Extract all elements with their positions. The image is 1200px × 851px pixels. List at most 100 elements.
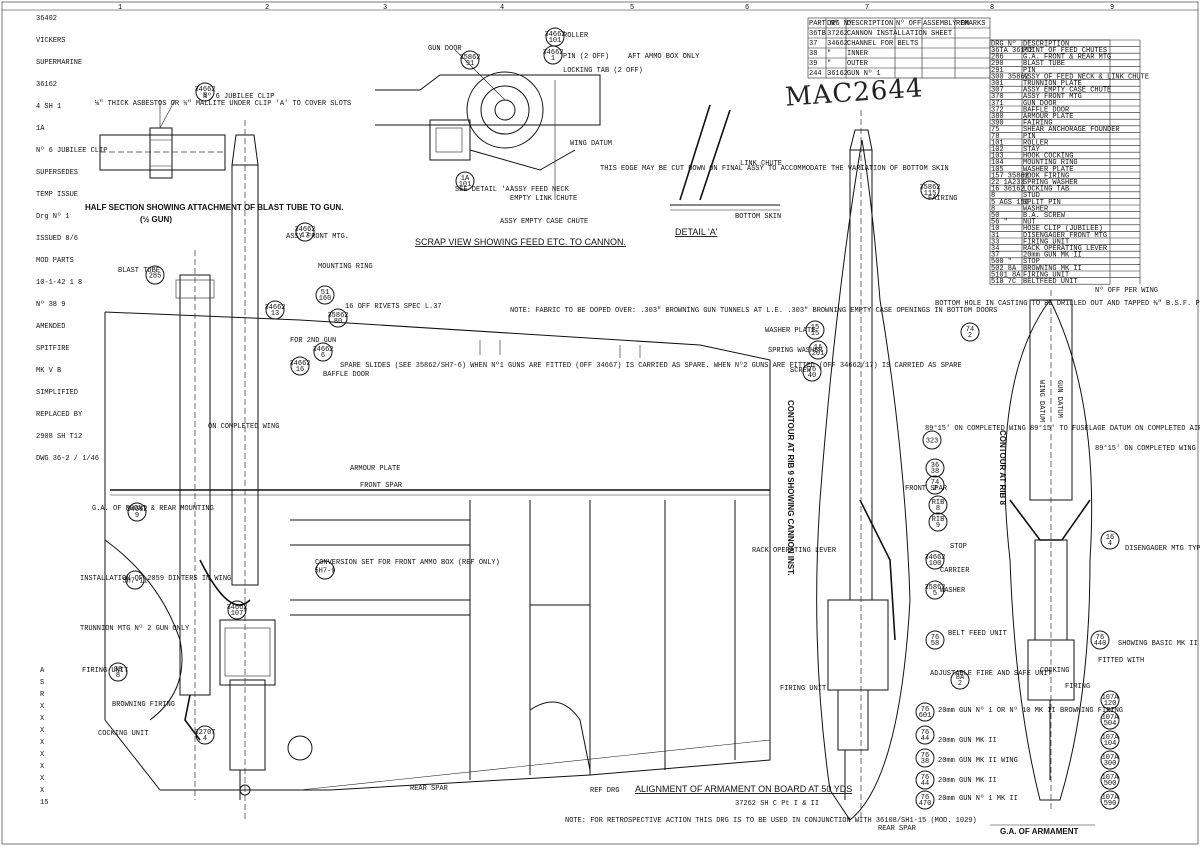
margin-note: SPITFIRE <box>36 345 70 353</box>
margin-note: 10-1-42 1 8 <box>36 279 82 287</box>
table-cell: 157 35862 <box>991 172 1029 180</box>
reference-balloon <box>315 560 335 580</box>
label-stop: STOP <box>950 543 967 551</box>
table-cell: 290 <box>991 60 1004 68</box>
title-contour-rib8: CONTOUR AT RIB 8 <box>998 430 1007 506</box>
reference-balloon <box>145 265 165 285</box>
title-scrap-view: SCRAP VIEW SHOWING FEED ETC. TO CANNON. <box>415 237 626 247</box>
reference-balloon <box>1100 790 1120 810</box>
table-cell: 38 <box>809 50 817 58</box>
balloon-text: 76 <box>808 366 816 374</box>
reference-balloon <box>265 300 285 320</box>
table-cell: ROLLER <box>1023 139 1049 147</box>
table-cell: FIRING UNIT <box>1023 238 1069 246</box>
balloon-text: 36 <box>931 462 939 470</box>
label-cocking-unit: COCKING UNIT <box>98 730 148 738</box>
balloon-text: 34662 <box>289 360 310 368</box>
table-cell: 370 <box>991 93 1004 101</box>
table-cell: 37 <box>991 252 999 260</box>
reference-balloon <box>1100 770 1120 790</box>
balloon-text: 17 <box>301 232 309 240</box>
table-cell: STAY <box>1023 146 1041 154</box>
reference-balloon <box>915 770 935 790</box>
wing-plan-view: FRONT SPAR REAR SPAR <box>80 120 997 825</box>
balloon-text: 44 <box>921 780 929 788</box>
table-cell: 518 7C <box>991 278 1016 286</box>
reference-balloon <box>315 285 335 305</box>
table-cell: BELTFEED UNIT <box>1023 278 1078 286</box>
reference-balloon <box>960 322 980 342</box>
label-gun-wing: 20mm GUN MK II WING <box>938 757 1018 765</box>
margin-note: 36162 <box>36 81 57 89</box>
balloon-text: 34662 <box>544 31 565 39</box>
table-cell: 50 <box>991 212 999 220</box>
grid-numbers: 1 2 3 4 5 6 7 8 9 <box>118 4 1114 12</box>
edge-mark: X <box>40 727 45 735</box>
table-cell: PIN <box>1023 67 1036 75</box>
table-cell: 75 <box>991 126 999 134</box>
table-cell: OUTER <box>847 60 869 68</box>
balloon-text: 9 <box>936 522 940 530</box>
balloon-text: 13 <box>271 310 279 318</box>
balloon-text: 35862 <box>924 584 945 592</box>
balloon-text: 38 <box>114 666 122 674</box>
balloon-text: 4 <box>203 735 207 743</box>
balloon-text: 38 <box>921 758 929 766</box>
balloon-text: 107A <box>1102 694 1120 702</box>
table-cell: DRG Nº <box>827 20 852 28</box>
reference-balloon <box>313 342 333 362</box>
margin-note: 1A <box>36 125 45 133</box>
balloon-text: 590 <box>1104 800 1117 808</box>
label-trunnion: TRUNNION MTG Nº 2 GUN ONLY <box>80 625 190 633</box>
label-fitted-with: FITTED WITH <box>1098 657 1144 665</box>
balloon-text: 9 <box>135 512 139 520</box>
label-edge-cut: THIS EDGE MAY BE CUT DOWN ON FINAL ASSY … <box>600 165 949 173</box>
table-cell: 301 <box>991 80 1004 88</box>
table-cell: DESCRIPTION <box>1023 40 1069 48</box>
label-aft-ammo: AFT AMMO BOX ONLY <box>628 53 700 61</box>
balloon-text: 76 <box>921 706 929 714</box>
balloon-text: 107A <box>1102 794 1120 802</box>
table-cell: SHEAR ANCHORAGE FOUNDER <box>1023 126 1120 134</box>
reference-balloon <box>543 45 563 65</box>
table-cell: 8 <box>991 192 995 200</box>
table-cell: WASHER <box>1023 205 1049 213</box>
table-cell: SPRING WASHER <box>1023 179 1078 187</box>
subtitle-half-section: (½ GUN) <box>140 215 172 224</box>
margin-note: MOD PARTS <box>36 257 74 265</box>
label-gun-mk2c: 20mm GUN Nº 1 MK II <box>938 795 1018 803</box>
table-cell: SPLIT PIN <box>1023 199 1061 207</box>
balloon-text: 160 <box>319 295 332 303</box>
reference-balloon <box>328 308 348 328</box>
balloon-text: 4 <box>1108 540 1112 548</box>
title-contour-rib9: CONTOUR AT RIB 9 SHOWING CANNON INST. <box>786 400 795 575</box>
reference-balloon <box>925 580 945 600</box>
balloon-text: 8A <box>956 674 965 682</box>
table-cell: PART Nº <box>809 20 838 28</box>
table-cell: MOUNTING RING <box>1023 159 1078 167</box>
margin-note: MK V B <box>36 367 61 375</box>
balloon-text: 107A <box>1102 734 1120 742</box>
label-installation: INSTALLATION OF 2059 DINTERS IN WING <box>80 575 231 583</box>
reference-balloon <box>920 180 940 200</box>
label-screw: SCREW <box>790 367 812 375</box>
grid-number: 8 <box>990 4 994 12</box>
balloon-text: 201 <box>812 350 825 358</box>
balloon-text: 58 <box>931 640 939 648</box>
balloon-text: 1A <box>461 175 470 183</box>
table-cell: " <box>827 60 831 68</box>
reference-balloon <box>1090 630 1110 650</box>
note-fabric: NOTE: FABRIC TO BE DOPED OVER: .303" BRO… <box>510 307 997 315</box>
label-rivets: 16 OFF RIVETS SPEC L.37 <box>345 303 442 311</box>
balloon-text: 80 <box>334 318 342 326</box>
table-cell: 105 <box>991 166 1004 174</box>
balloon-text: 504 <box>1104 720 1117 728</box>
margin-note: TEMP ISSUE <box>36 191 78 199</box>
reference-balloon <box>195 725 215 745</box>
balloon-text: 32707 <box>194 729 215 737</box>
label-browning-firing: BROWNING FIRING <box>112 701 175 709</box>
